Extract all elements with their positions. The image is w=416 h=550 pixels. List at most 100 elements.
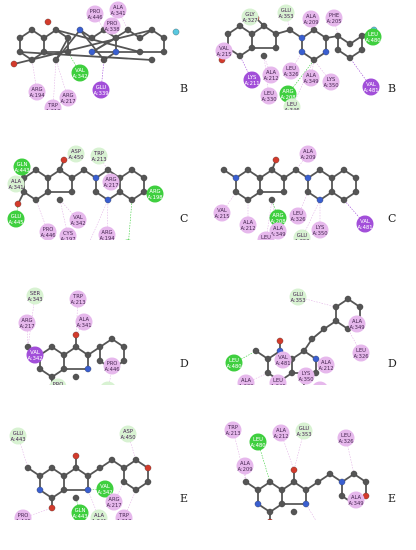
- carbon-atom: [48, 343, 56, 351]
- carbon-atom: [256, 188, 264, 196]
- residue-number: A:213: [45, 109, 60, 110]
- carbon-atom: [232, 188, 240, 196]
- residue-name: ALA: [306, 14, 317, 20]
- carbon-atom: [308, 335, 316, 343]
- carbon-atom: [40, 48, 48, 56]
- residue-number: A:208: [280, 95, 295, 101]
- residue-circle: [67, 145, 85, 163]
- carbon-atom: [108, 335, 116, 343]
- oxygen-atom: [144, 464, 152, 472]
- residue-number: A:481: [363, 88, 378, 94]
- nitrogen-atom: [232, 174, 240, 182]
- residue-name: TRP: [93, 151, 104, 157]
- residue-number: A:480: [250, 443, 265, 449]
- carbon-atom: [304, 188, 312, 196]
- oxygen-atom: [44, 18, 52, 26]
- residue-number: A:480: [365, 38, 380, 44]
- carbon-atom: [242, 478, 250, 486]
- residue-circle: [348, 315, 366, 333]
- carbon-atom: [44, 188, 52, 196]
- residue-circle: [109, 1, 127, 19]
- residue-number: A:450: [120, 435, 135, 441]
- carbon-atom: [292, 166, 300, 174]
- residue-name: VAL: [100, 484, 110, 490]
- residue-circle: [18, 314, 36, 332]
- residue-name: TRP: [227, 425, 238, 431]
- residue-number: A:326: [283, 72, 298, 78]
- residue-number: A:341: [8, 185, 23, 191]
- carbon-atom: [124, 26, 132, 34]
- nitrogen-atom: [298, 48, 306, 56]
- carbon-atom: [28, 56, 36, 64]
- carbon-atom: [80, 166, 88, 174]
- residue-name: LEU: [286, 66, 296, 72]
- residue-name: GLN: [17, 162, 28, 168]
- residue-name: ALA: [113, 5, 124, 11]
- carbon-atom: [268, 166, 276, 174]
- panel-e-left: GLUA:443ASPA:450VALA:342ARGA:217PROA:446…: [0, 410, 208, 520]
- residue-number: A:342: [27, 356, 42, 362]
- nitrogen-atom: [84, 486, 92, 494]
- residue-name: PRO: [53, 382, 64, 385]
- carbon-atom: [236, 52, 244, 60]
- residue-circle: [213, 204, 231, 222]
- panel-label: B: [180, 82, 189, 95]
- interaction-diagram-b-left: PROA:446ALAA:341PROA:338VALA:342GLUA:339…: [10, 1, 180, 110]
- residue-name: VAL: [278, 355, 288, 361]
- carbon-atom: [268, 196, 276, 204]
- residue-circle: [257, 231, 275, 240]
- carbon-atom: [290, 478, 298, 486]
- carbon-atom: [358, 32, 366, 40]
- carbon-atom: [132, 486, 140, 494]
- residue-circle: [71, 504, 89, 520]
- residue-circle: [274, 351, 292, 369]
- residue-name: ALA: [321, 360, 332, 366]
- residue-number: A:446: [87, 15, 102, 21]
- carbon-atom: [334, 46, 342, 54]
- carbon-atom: [332, 317, 340, 325]
- carbon-atom: [220, 166, 228, 174]
- residue-circle: [59, 227, 77, 240]
- carbon-atom: [108, 456, 116, 464]
- interaction-line: [127, 433, 137, 461]
- carbon-atom: [244, 196, 252, 204]
- carbon-atom: [302, 486, 310, 494]
- oxygen-atom: [72, 331, 80, 339]
- residue-name: GLN: [75, 508, 86, 514]
- carbon-atom: [48, 464, 56, 472]
- residue-name: ARG: [108, 497, 119, 503]
- residue-name: ALA: [79, 317, 90, 323]
- residue-number: A:342: [97, 490, 112, 496]
- residue-circle: [69, 211, 87, 229]
- carbon-atom: [20, 188, 28, 196]
- residue-number: A:209: [303, 20, 318, 26]
- residue-circle: [249, 433, 267, 451]
- residue-circle: [352, 344, 370, 362]
- residue-circle: [59, 89, 77, 107]
- residue-circle: [69, 290, 87, 308]
- interaction-line: [287, 59, 315, 95]
- residue-name: PRO: [18, 513, 29, 519]
- residue-circle: [302, 69, 320, 87]
- carbon-atom: [326, 470, 334, 478]
- fluorine-atom: [172, 28, 180, 36]
- residue-name: PHE: [329, 13, 339, 19]
- oxygen-atom: [276, 337, 284, 345]
